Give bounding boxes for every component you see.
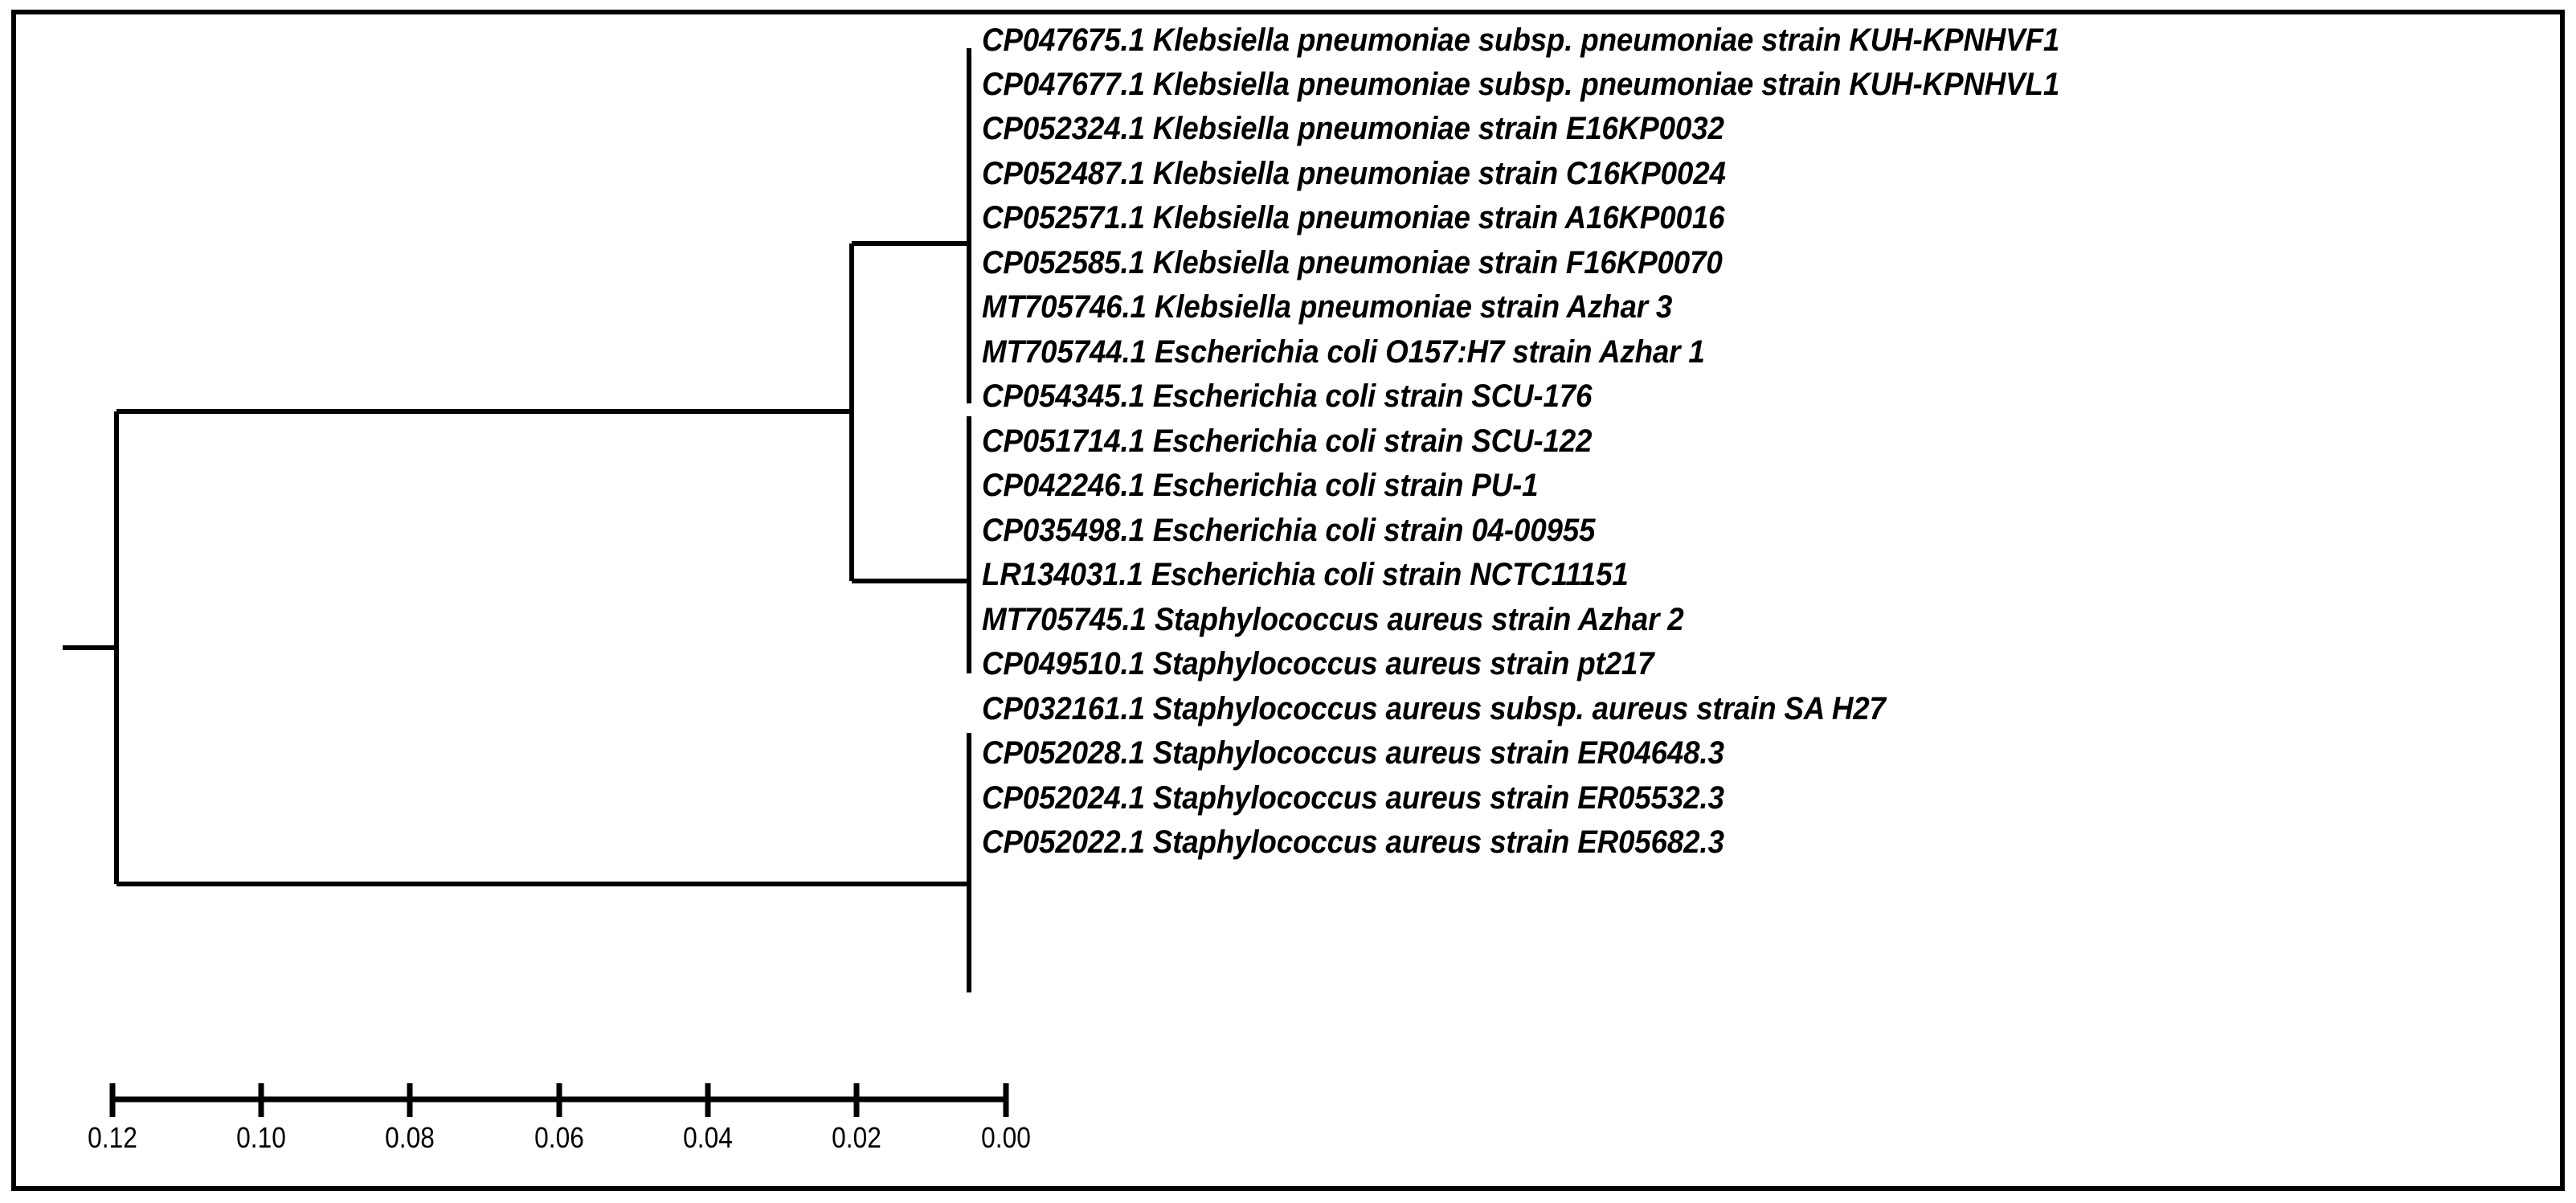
taxon-label: CP052571.1 Klebsiella pneumoniae strain … bbox=[982, 200, 1725, 235]
taxon-label: CP052585.1 Klebsiella pneumoniae strain … bbox=[982, 245, 1723, 280]
axis-tick-label: 0.00 bbox=[981, 1121, 1031, 1154]
taxon-label: MT705746.1 Klebsiella pneumoniae strain … bbox=[982, 289, 1673, 325]
taxon-label: CP051714.1 Escherichia coli strain SCU-1… bbox=[982, 424, 1593, 459]
taxon-label: CP047677.1 Klebsiella pneumoniae subsp. … bbox=[982, 67, 2060, 102]
scale-axis-ticks bbox=[109, 1083, 1009, 1117]
taxon-label: CP052028.1 Staphylococcus aureus strain … bbox=[982, 735, 1724, 771]
taxon-label: CP035498.1 Escherichia coli strain 04-00… bbox=[982, 513, 1596, 548]
taxon-label: CP052487.1 Klebsiella pneumoniae strain … bbox=[982, 156, 1726, 191]
taxon-label: MT705745.1 Staphylococcus aureus strain … bbox=[982, 602, 1684, 637]
taxon-label: CP052024.1 Staphylococcus aureus strain … bbox=[982, 780, 1724, 816]
taxon-label: MT705744.1 Escherichia coli O157:H7 stra… bbox=[982, 334, 1705, 370]
axis-tick-label: 0.08 bbox=[385, 1121, 435, 1154]
taxon-label: CP047675.1 Klebsiella pneumoniae subsp. … bbox=[982, 23, 2060, 58]
taxon-label: CP052324.1 Klebsiella pneumoniae strain … bbox=[982, 111, 1724, 146]
taxon-label: CP042246.1 Escherichia coli strain PU-1 bbox=[982, 468, 1539, 503]
taxon-label: CP049510.1 Staphylococcus aureus strain … bbox=[982, 646, 1654, 681]
taxon-label: CP054345.1 Escherichia coli strain SCU-1… bbox=[982, 378, 1593, 414]
axis-tick-label: 0.06 bbox=[534, 1121, 584, 1154]
axis-tick-label: 0.10 bbox=[236, 1121, 286, 1154]
axis-tick-label: 0.12 bbox=[88, 1121, 137, 1154]
axis-tick-label: 0.04 bbox=[683, 1121, 733, 1154]
branch-lines bbox=[63, 48, 971, 992]
taxon-label: LR134031.1 Escherichia coli strain NCTC1… bbox=[982, 557, 1629, 592]
taxon-label: CP052022.1 Staphylococcus aureus strain … bbox=[982, 825, 1724, 860]
taxon-label: CP032161.1 Staphylococcus aureus subsp. … bbox=[982, 691, 1886, 726]
axis-tick-label: 0.02 bbox=[832, 1121, 881, 1154]
figure-border bbox=[11, 10, 2565, 1191]
